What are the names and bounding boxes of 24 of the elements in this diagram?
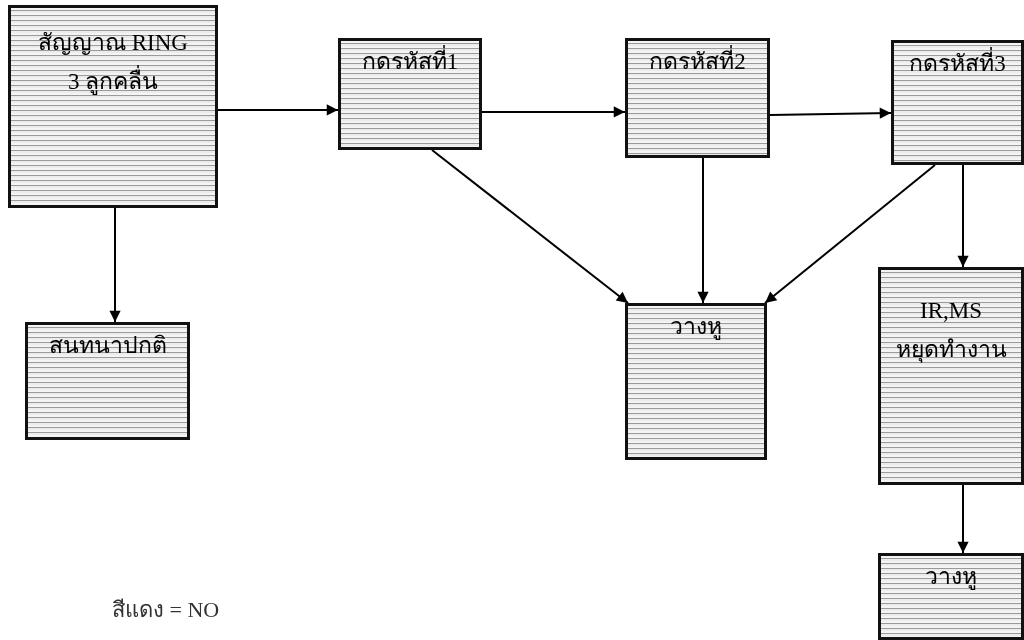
arrow	[764, 164, 936, 304]
box-text: หยุดทำงาน	[895, 337, 1007, 363]
process-box	[878, 267, 1024, 485]
box-text: IR,MS	[920, 298, 982, 324]
arrow	[957, 484, 969, 554]
process-box	[891, 40, 1024, 165]
process-box	[8, 5, 218, 208]
arrow	[769, 107, 892, 119]
arrow	[697, 157, 709, 304]
process-box	[625, 38, 770, 158]
arrow	[217, 104, 339, 116]
arrow	[481, 106, 626, 118]
arrow	[109, 207, 121, 323]
process-box	[625, 303, 767, 460]
legend-note: สีแดง = NO	[112, 596, 220, 624]
box-text: วางหู	[925, 564, 977, 590]
box-text: สัญญาณ RING	[38, 30, 188, 56]
process-box	[25, 322, 190, 440]
arrow	[431, 149, 629, 304]
process-box	[878, 553, 1024, 640]
process-box	[338, 38, 482, 150]
box-text: วางหู	[670, 314, 722, 340]
arrow	[957, 164, 969, 268]
box-text: สนทนาปกติ	[48, 333, 167, 359]
